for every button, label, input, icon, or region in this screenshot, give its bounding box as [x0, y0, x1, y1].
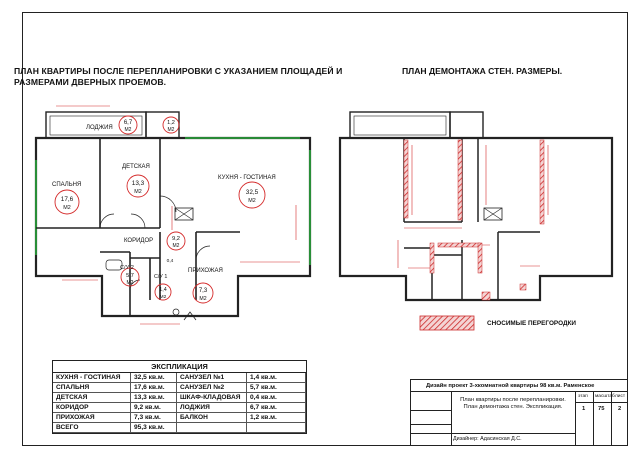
kitchen-label: КУХНЯ - ГОСТИНАЯ: [218, 175, 276, 181]
stove-fixture: [174, 207, 194, 221]
corridor-unit: М2: [173, 243, 180, 249]
expl-cell: 6,7 кв.м.: [247, 403, 306, 413]
expl-cell: ЛОДЖИЯ: [177, 403, 247, 413]
expl-cell: ДЕТСКАЯ: [53, 393, 131, 403]
corridor-label: КОРИДОР: [124, 238, 153, 244]
balcony-unit: М2: [168, 127, 175, 133]
bath1-unit: М2: [160, 294, 167, 300]
bedroom-label: СПАЛЬНЯ: [52, 182, 81, 188]
expl-cell: 1,2 кв.м.: [247, 413, 306, 423]
loggia-label: ЛОДЖИЯ: [86, 125, 113, 131]
expl-cell: 1,4 кв.м.: [247, 373, 306, 383]
hall-unit: М2: [199, 296, 206, 302]
stage-header: этап: [578, 394, 588, 399]
expl-cell: САНУЗЕЛ №1: [177, 373, 247, 383]
right-plan: [338, 111, 614, 302]
expl-cell: КУХНЯ - ГОСТИНАЯ: [53, 373, 131, 383]
scale-header: масштаб: [595, 394, 615, 399]
area-markers: [54, 115, 266, 304]
left-plan: [34, 105, 312, 325]
closet-area: 0,4: [167, 258, 174, 264]
bathtub-fixture: [105, 259, 123, 271]
hall-area: 7,3: [199, 288, 208, 294]
stage-value: 1: [582, 406, 586, 412]
bath1-area: 1,4: [159, 287, 167, 293]
bath1-label: С/У 1: [154, 274, 167, 280]
expl-cell: ВСЕГО: [53, 423, 131, 433]
sheet-frame: [22, 12, 628, 446]
loggia-area: 6,7: [124, 120, 133, 126]
outer-walls: [34, 136, 312, 318]
legend-label: СНОСИМЫЕ ПЕРЕГОРОДКИ: [487, 320, 577, 327]
bedroom-area: 17,6: [61, 196, 74, 203]
legend-hatch-swatch: [419, 315, 475, 331]
scale-value: 75: [598, 406, 605, 412]
expl-cell: [247, 423, 306, 433]
demolished-partitions: [403, 139, 545, 301]
expl-cell: 9,2 кв.м.: [131, 403, 177, 413]
expl-cell: КОРИДОР: [53, 403, 131, 413]
expl-cell: 32,5 кв.м.: [131, 373, 177, 383]
project-title: Дизайн проект 3-хкомнатной квартиры 98 к…: [411, 380, 627, 392]
sheet-description: План квартиры после перепланировки. План…: [460, 397, 566, 410]
title-block: Дизайн проект 3-хкомнатной квартиры 98 к…: [410, 379, 628, 446]
right-plan-title: ПЛАН ДЕМОНТАЖА СТЕН. РАЗМЕРЫ.: [402, 66, 563, 76]
children-area: 13,3: [132, 180, 145, 187]
expl-cell: 17,6 кв.м.: [131, 383, 177, 393]
sheet-value: 2: [618, 406, 622, 412]
children-label: ДЕТСКАЯ: [122, 164, 150, 170]
explication-grid: КУХНЯ - ГОСТИНАЯ 32,5 кв.м. САНУЗЕЛ №1 1…: [53, 373, 306, 433]
expl-cell: 13,3 кв.м.: [131, 393, 177, 403]
kitchen-unit: М2: [248, 198, 256, 204]
bath2-unit: М2: [127, 280, 134, 286]
expl-cell: 0,4 кв.м.: [247, 393, 306, 403]
children-unit: М2: [134, 189, 142, 195]
expl-cell: [177, 423, 247, 433]
expl-cell: ПРИХОЖАЯ: [53, 413, 131, 423]
bedroom-unit: М2: [63, 205, 71, 211]
expl-cell: САНУЗЕЛ №2: [177, 383, 247, 393]
expl-cell: 5,7 кв.м.: [247, 383, 306, 393]
bath2-area: 5,7: [126, 273, 134, 279]
expl-cell: СПАЛЬНЯ: [53, 383, 131, 393]
kitchen-area: 32,5: [246, 189, 259, 196]
sheet-header: лист: [615, 394, 626, 399]
loggia-unit: М2: [125, 127, 132, 133]
explication-title: ЭКСПЛИКАЦИЯ: [53, 361, 306, 373]
expl-cell: 7,3 кв.м.: [131, 413, 177, 423]
bath2-label: С/У 2: [120, 265, 134, 271]
expl-cell: БАЛКОН: [177, 413, 247, 423]
balcony-area: 1,2: [167, 120, 175, 126]
hall-label: ПРИХОЖАЯ: [188, 268, 223, 274]
left-plan-title: ПЛАН КВАРТИРЫ ПОСЛЕ ПЕРЕПЛАНИРОВКИ С УКА…: [14, 66, 343, 87]
corridor-area: 9,2: [172, 236, 180, 242]
designer-name: Дизайнер: Адасинская Д.С.: [453, 436, 522, 442]
expl-cell: 95,3 кв.м.: [131, 423, 177, 433]
expl-cell: ШКАФ-КЛАДОВАЯ: [177, 393, 247, 403]
explication-table: ЭКСПЛИКАЦИЯ КУХНЯ - ГОСТИНАЯ 32,5 кв.м. …: [52, 360, 307, 434]
